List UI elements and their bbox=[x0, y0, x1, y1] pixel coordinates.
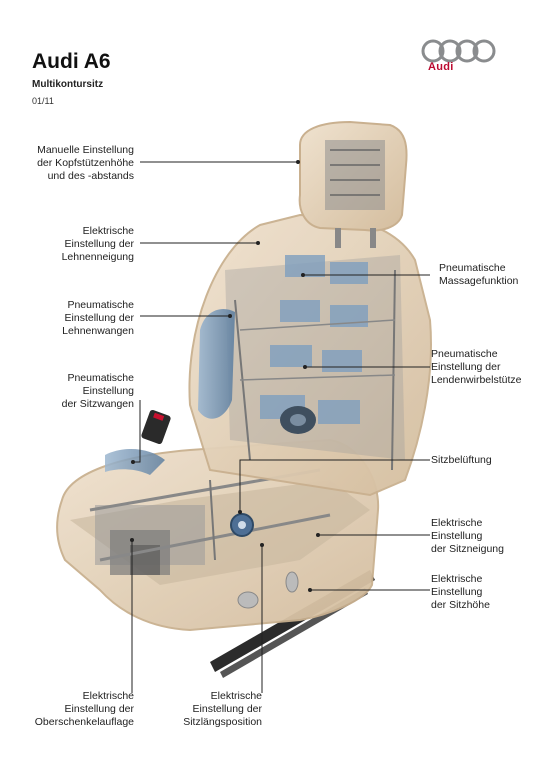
seat-control-switches bbox=[237, 571, 299, 609]
audi-logo-text: Audi bbox=[428, 61, 454, 73]
label-sitzlaengs: Elektrische Einstellung der Sitzlängspos… bbox=[183, 690, 262, 728]
label-sitzhoehe: Elektrische Einstellung der Sitzhöhe bbox=[431, 573, 490, 611]
label-kopfstuetze: Manuelle Einstellung der Kopfstützenhöhe… bbox=[37, 144, 134, 182]
label-belueftung: Sitzbelüftung bbox=[431, 454, 492, 466]
label-massage: Pneumatische Massagefunktion bbox=[439, 262, 519, 287]
label-lendenwirbel: Pneumatische Einstellung der Lendenwirbe… bbox=[431, 348, 522, 386]
label-sitzwangen: Pneumatische Einstellung der Sitzwangen bbox=[61, 372, 134, 410]
leader-lines bbox=[131, 161, 430, 693]
label-sitzneigung: Elektrische Einstellung der Sitzneigung bbox=[431, 517, 504, 555]
audi-rings-logo bbox=[421, 39, 496, 63]
seat-headrest bbox=[298, 120, 408, 248]
label-lehnenneigung: Elektrische Einstellung der Lehnenneigun… bbox=[61, 225, 134, 263]
seatbelt-buckle bbox=[141, 409, 171, 445]
page-title: Audi A6 bbox=[32, 50, 111, 73]
label-oberschenkel: Elektrische Einstellung der Oberschenkel… bbox=[34, 690, 134, 728]
seat-backrest bbox=[188, 213, 432, 497]
page-subtitle: Multikontursitz bbox=[32, 79, 104, 90]
label-lehnenwangen: Pneumatische Einstellung der Lehnenwange… bbox=[62, 299, 134, 337]
leader-dots bbox=[130, 160, 320, 592]
date-label: 01/11 bbox=[32, 96, 54, 106]
